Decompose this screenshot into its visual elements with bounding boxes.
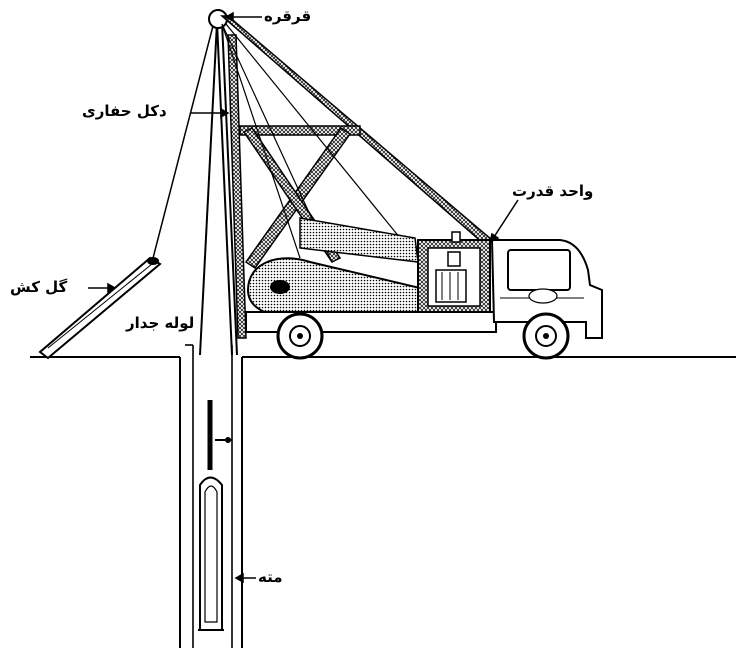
- leader-lines: [88, 11, 519, 584]
- power-unit: [417, 231, 491, 315]
- rear-wheel: [276, 312, 324, 360]
- derrick-mast: [199, 21, 238, 356]
- truck-cab: [490, 239, 603, 339]
- label-derrick: دکل حفاری: [82, 102, 167, 120]
- label-pulley: قرقره: [264, 7, 312, 25]
- pulley-wheel: [208, 9, 228, 29]
- drill-string: [207, 400, 232, 470]
- guy-line: [151, 21, 215, 263]
- mud-bailer: [38, 256, 162, 360]
- borehole: [179, 357, 243, 648]
- label-power-unit: واحد قدرت: [512, 182, 594, 200]
- front-wheel: [522, 312, 570, 360]
- label-drill-bit: مته: [258, 568, 283, 586]
- cables: [221, 23, 419, 261]
- casing-pipe: [185, 344, 233, 648]
- label-mud-bailer: گل کش: [10, 278, 68, 296]
- drill-bit: [198, 476, 224, 631]
- label-casing-pipe: لوله جدار: [126, 314, 195, 332]
